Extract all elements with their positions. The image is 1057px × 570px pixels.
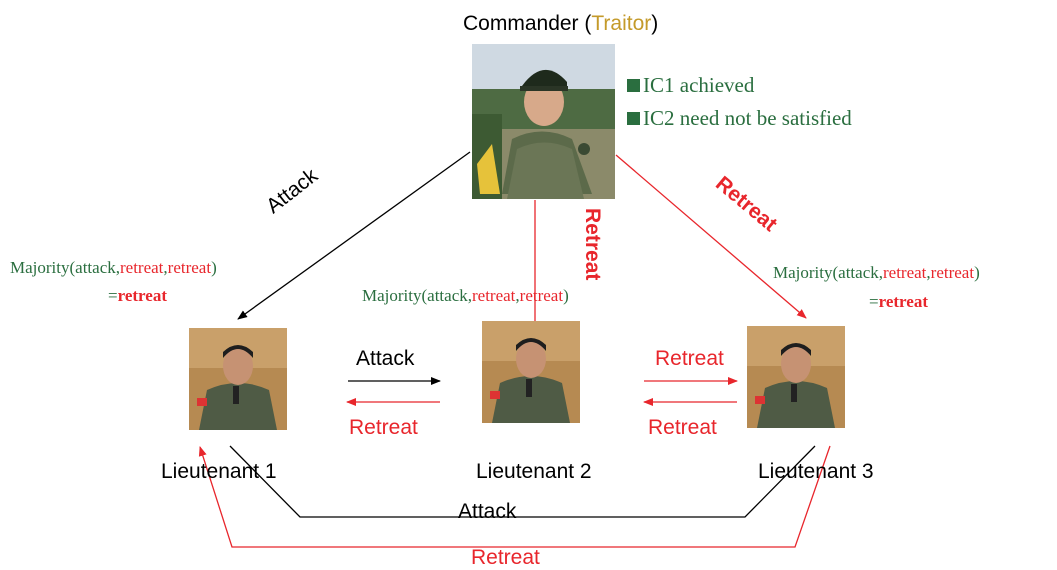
edge-cmd-l3 (615, 154, 807, 319)
lieutenant-3-label: Lieutenant 3 (758, 460, 874, 483)
label-cmd-to-l2: Retreat (581, 208, 604, 281)
label-l3-l1-retreat: Retreat (471, 546, 540, 569)
label-l3-to-l2: Retreat (648, 416, 717, 439)
label-l1-to-l2: Attack (356, 347, 415, 370)
lieutenant-1-label: Lieutenant 1 (161, 460, 277, 483)
commander-close: ) (651, 12, 659, 35)
lieutenant-1-photo (189, 328, 287, 430)
majority-l3-result: =retreat (869, 292, 928, 311)
edge-cmd-l1 (237, 151, 471, 320)
lieutenant-2-photo (482, 321, 580, 423)
label-l1-l3-attack: Attack (458, 500, 517, 523)
edge-l3-l1-retreat (198, 445, 831, 548)
ic2-note: IC2 need not be satisfied (627, 106, 852, 131)
commander-label: Commander (Traitor) (463, 12, 658, 36)
label-l2-to-l3: Retreat (655, 347, 724, 370)
ic1-note: IC1 achieved (627, 73, 754, 98)
commander-role: Traitor (591, 12, 652, 35)
commander-title: Commander ( (463, 12, 592, 35)
label-l2-to-l1: Retreat (349, 416, 418, 439)
lieutenant-3-photo (747, 326, 845, 428)
lieutenant-2-label: Lieutenant 2 (476, 460, 592, 483)
majority-l1: Majority(attack,retreat,retreat) (10, 258, 217, 277)
commander-photo (472, 44, 615, 199)
majority-l2: Majority(attack,retreat,retreat) (362, 286, 569, 305)
majority-l3: Majority(attack,retreat,retreat) (773, 263, 980, 282)
bullet-square-icon (627, 79, 640, 92)
ic2-text: IC2 need not be satisfied (643, 106, 852, 130)
majority-l1-result: =retreat (108, 286, 167, 305)
bullet-square-icon (627, 112, 640, 125)
ic1-text: IC1 achieved (643, 73, 755, 97)
edge-l1-l3-attack (229, 445, 816, 518)
